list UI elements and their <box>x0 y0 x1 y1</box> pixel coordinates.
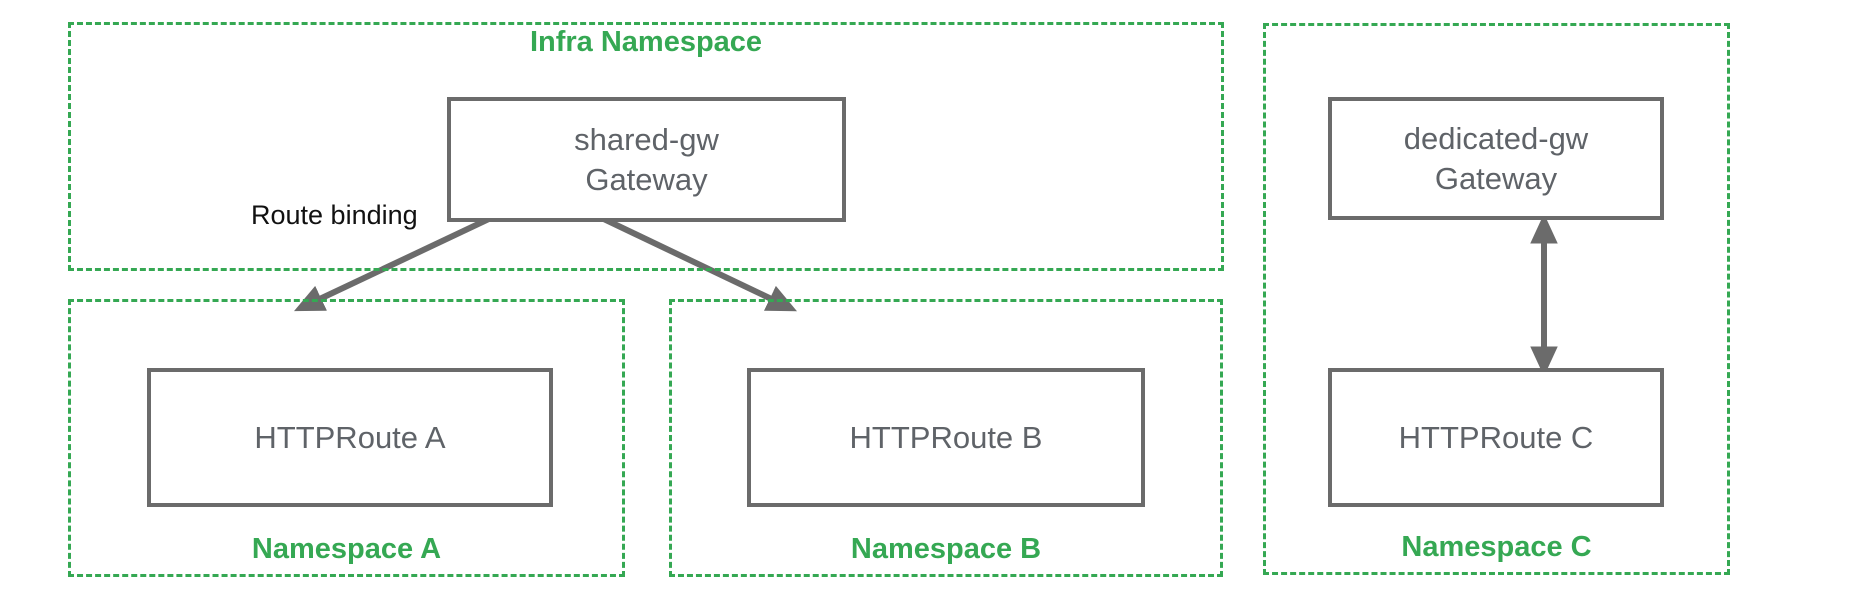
resource-box-dedicated-gw-gateway[interactable]: dedicated-gw Gateway <box>1328 97 1664 220</box>
resource-label-httproute-c: HTTPRoute C <box>1398 419 1594 455</box>
resource-label-httproute-b: HTTPRoute B <box>849 419 1043 455</box>
namespace-label-a: Namespace A <box>251 533 442 565</box>
resource-box-shared-gw-gateway[interactable]: shared-gw Gateway <box>447 97 846 222</box>
namespace-container-c <box>1263 23 1730 575</box>
resource-box-httproute-a[interactable]: HTTPRoute A <box>147 368 553 507</box>
resource-box-httproute-b[interactable]: HTTPRoute B <box>747 368 1145 507</box>
namespace-label-c: Namespace C <box>1401 531 1592 563</box>
namespace-container-b <box>669 299 1223 577</box>
namespace-container-a <box>68 299 625 577</box>
edge-label-route-binding: Route binding <box>249 200 420 230</box>
resource-box-httproute-c[interactable]: HTTPRoute C <box>1328 368 1664 507</box>
resource-label-dedicated-gw-gateway: dedicated-gw Gateway <box>1403 120 1589 196</box>
resource-label-httproute-a: HTTPRoute A <box>254 419 446 455</box>
namespace-container-infra <box>68 22 1224 271</box>
resource-label-shared-gw-gateway: shared-gw Gateway <box>574 121 719 197</box>
namespace-label-b: Namespace B <box>850 533 1042 565</box>
namespace-label-infra: Infra Namespace <box>529 26 763 58</box>
